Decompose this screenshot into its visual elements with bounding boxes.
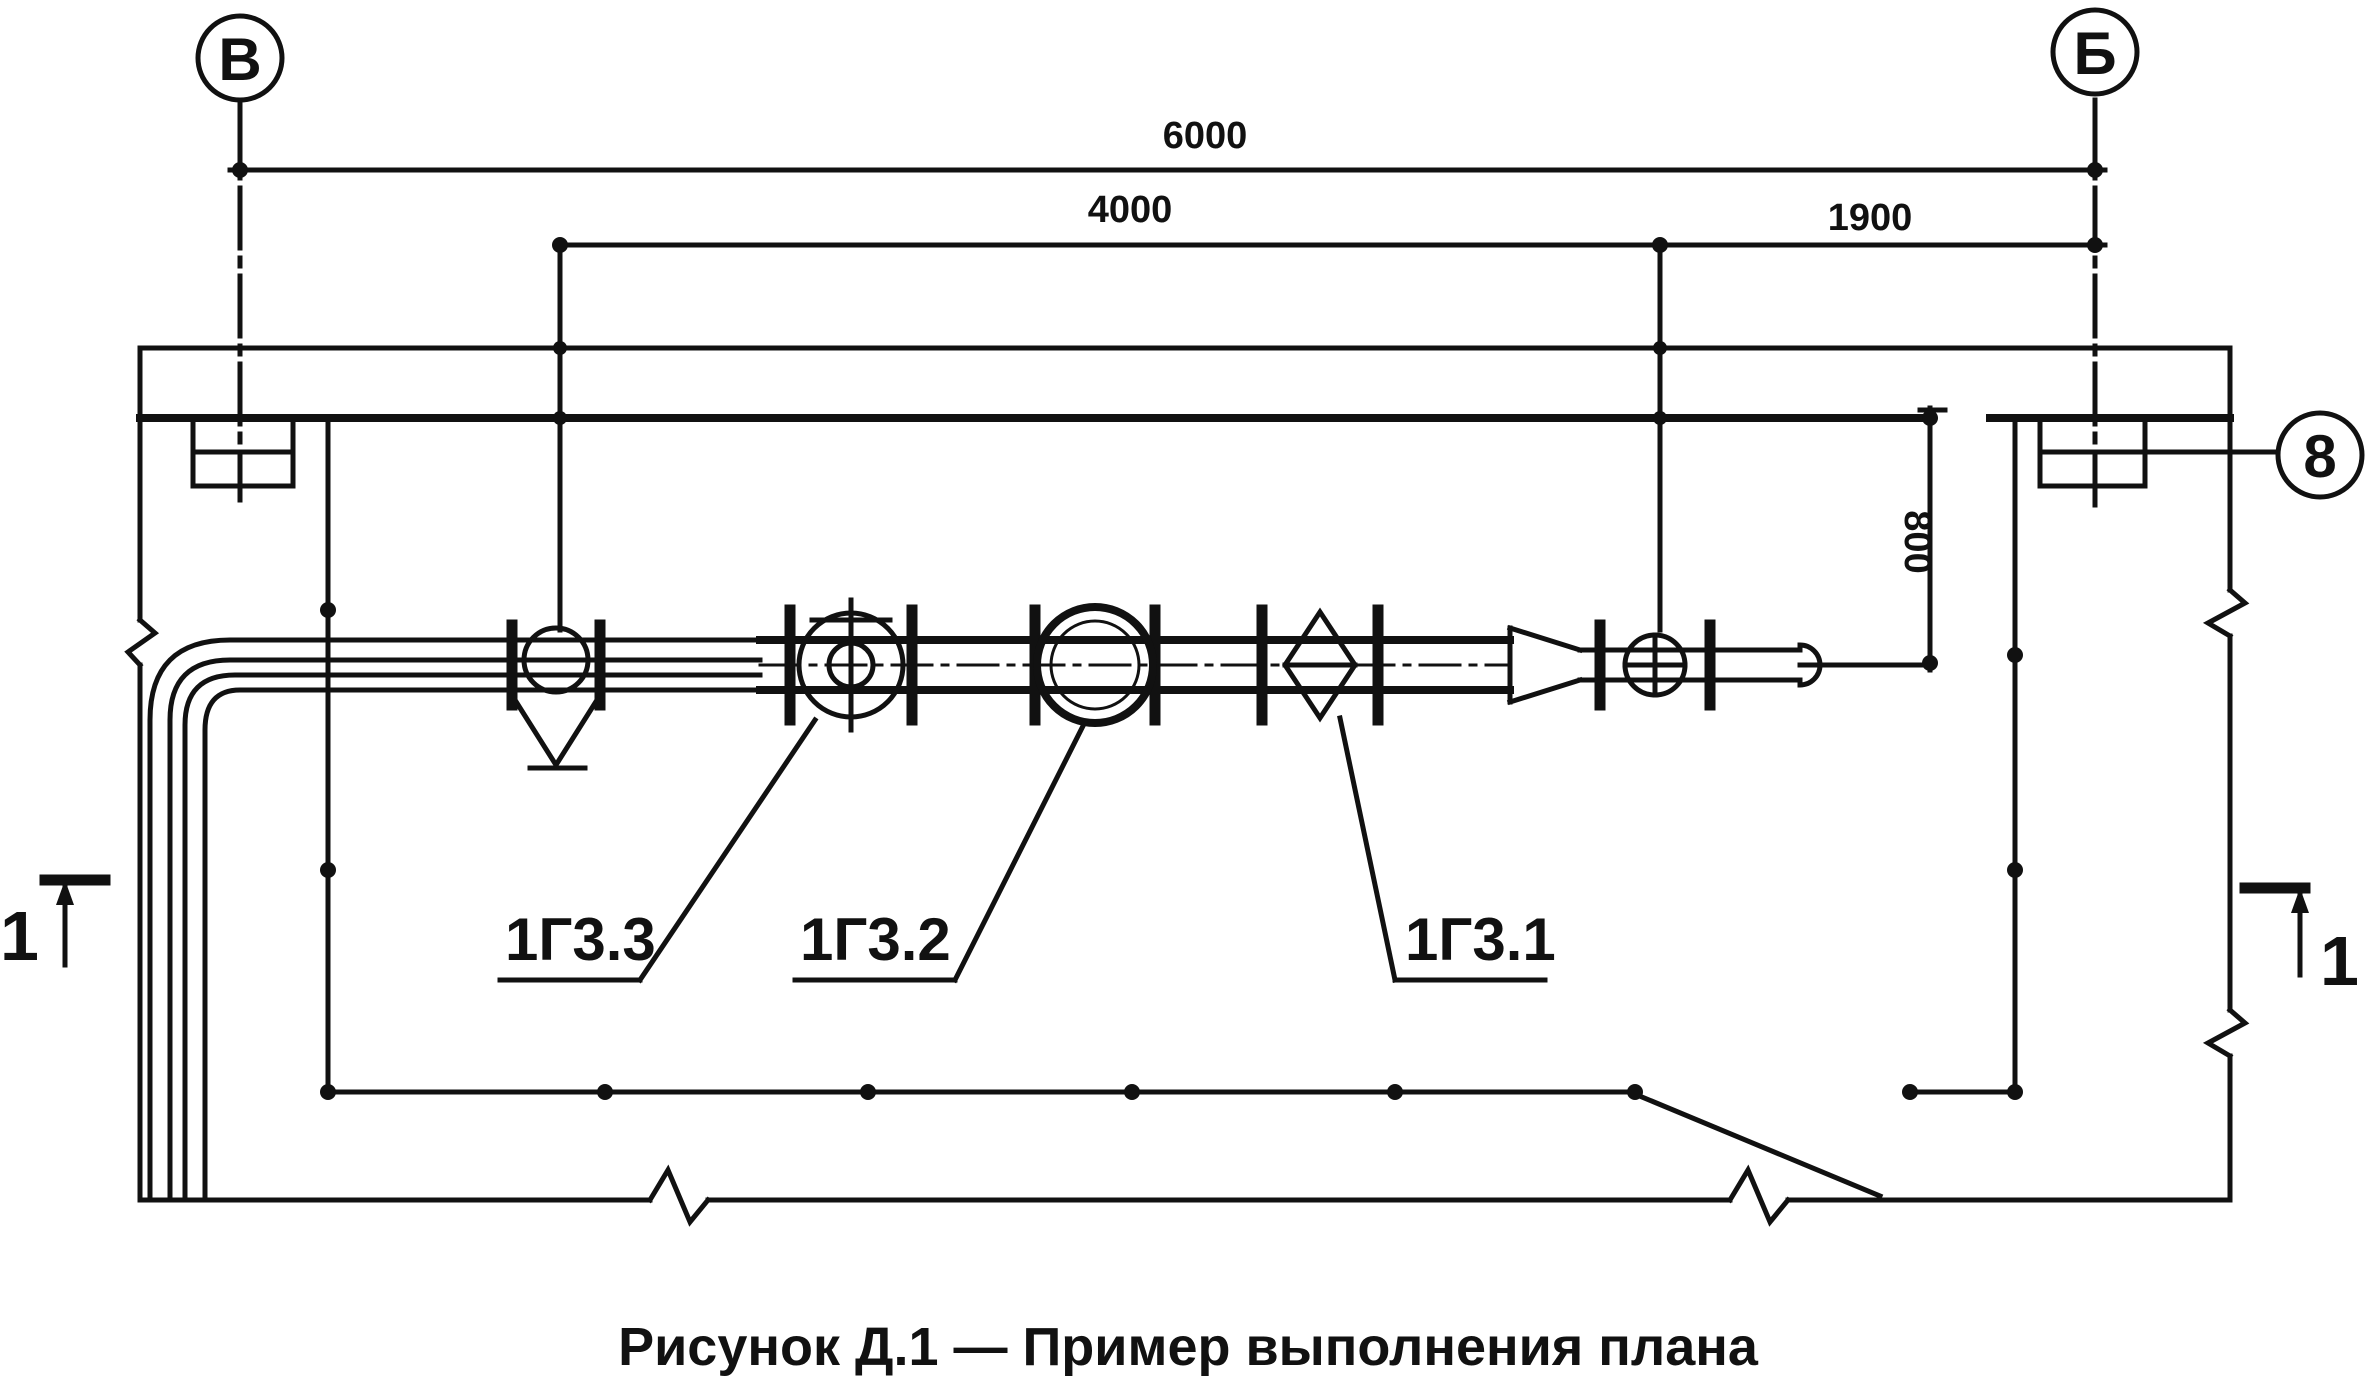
dimension-overall: 6000 [227, 115, 2108, 178]
main-pipeline [147, 624, 1933, 1203]
dimension-right-label: 1900 [1828, 197, 1913, 239]
dimension-offset-label: 800 [1896, 510, 1938, 573]
dimension-offset: 800 [1896, 405, 1948, 673]
column-right [2037, 415, 2278, 489]
support-line [320, 602, 2023, 1200]
valve-right [1594, 619, 1716, 711]
gas-valve-1g3-2 [1029, 603, 1161, 727]
extension-lines [553, 242, 1667, 633]
axis-marker-b: Б [2050, 7, 2140, 97]
tag-1g3-1: 1Г3.1 [1405, 906, 1556, 973]
tag-1g3-3: 1Г3.3 [505, 906, 656, 973]
dimension-overall-label: 6000 [1163, 115, 1248, 157]
dimension-inner: 4000 1900 [552, 189, 2108, 253]
axis-lines [237, 97, 2098, 508]
tag-1g3-2: 1Г3.2 [800, 906, 951, 973]
section-label-left: 1 [0, 897, 39, 975]
section-mark-right: 1 [2239, 882, 2359, 1000]
section-mark-left: 1 [0, 874, 111, 975]
axis-label-b: Б [2073, 20, 2116, 87]
wall-outline [124, 345, 2250, 1227]
figure-caption: Рисунок Д.1 — Пример выполнения плана [618, 1317, 1759, 1377]
column-left [190, 415, 296, 489]
check-valve-left [506, 619, 606, 771]
gas-valve-1g3-3 [784, 597, 918, 733]
leader-lines [497, 715, 1548, 984]
section-label-right: 1 [2320, 922, 2359, 1000]
filter-1g3-1 [1256, 604, 1384, 726]
axis-label-8: 8 [2303, 423, 2336, 490]
dimension-inner-label: 4000 [1088, 189, 1173, 231]
axis-marker-8: 8 [2275, 410, 2365, 500]
axis-marker-v: В [195, 13, 285, 103]
axis-label-v: В [218, 26, 261, 93]
